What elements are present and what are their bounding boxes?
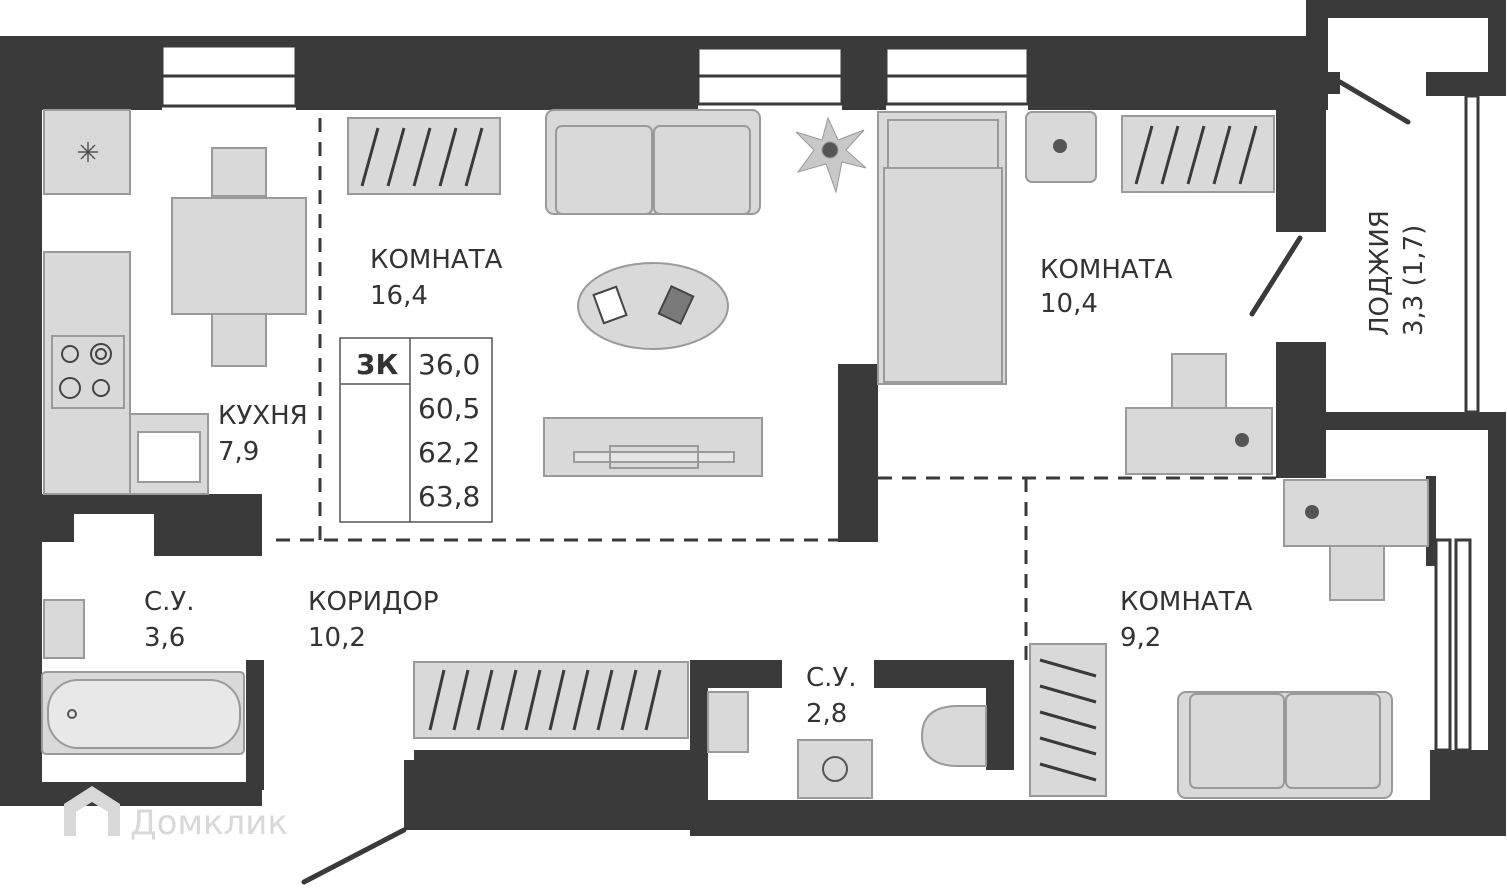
area-value: 63,8	[418, 480, 480, 513]
furniture	[41, 109, 1429, 799]
windows	[160, 44, 1480, 752]
lamp-icons	[1053, 139, 1319, 519]
room-name-bedroom-bottom: КОМНАТА	[1120, 587, 1253, 617]
room-name-bathroom: С.У.	[144, 587, 195, 617]
room-labels: КОМНАТА 16,4 КОМНАТА 10,4 КУХНЯ 7,9 С.У.…	[144, 210, 1429, 729]
room-area-corridor: 10,2	[308, 623, 366, 653]
window-top-dark	[162, 36, 1028, 48]
room-area-wc: 2,8	[806, 699, 847, 729]
washer-icon	[797, 739, 873, 799]
room-area-living: 16,4	[370, 281, 428, 311]
room-area-loggia: 3,3 (1,7)	[1399, 225, 1429, 336]
room-area-bedroom-top: 10,4	[1040, 289, 1098, 319]
walls	[0, 0, 1506, 836]
sink-icon	[707, 691, 749, 753]
room-name-loggia: ЛОДЖИЯ	[1365, 210, 1395, 336]
toilet-icon	[920, 705, 987, 767]
area-summary-table: 3К 36,0 60,5 62,2 63,8	[339, 337, 493, 523]
wardrobe-hangers	[360, 125, 1258, 782]
area-value: 62,2	[418, 436, 480, 469]
star-light-icon	[78, 142, 98, 162]
stove-icon	[51, 335, 125, 409]
sink-icon	[43, 599, 85, 659]
room-name-bedroom-top: КОМНАТА	[1040, 255, 1173, 285]
room-name-kitchen: КУХНЯ	[218, 401, 308, 431]
logo-house-icon	[64, 786, 120, 836]
apartment-type: 3К	[356, 348, 398, 381]
room-name-wc: С.У.	[806, 663, 857, 693]
area-value: 36,0	[418, 348, 480, 381]
dining-table	[171, 197, 307, 315]
room-name-living: КОМНАТА	[370, 245, 503, 275]
doors	[301, 79, 1411, 885]
desk	[1125, 407, 1273, 475]
room-area-kitchen: 7,9	[218, 437, 259, 467]
rug-icon	[577, 262, 729, 350]
zone-dividers	[276, 118, 1276, 660]
room-area-bathroom: 3,6	[144, 623, 185, 653]
watermark: Домклик	[64, 786, 288, 843]
room-area-bedroom-bottom: 9,2	[1120, 623, 1161, 653]
plant-icon	[795, 116, 867, 194]
room-name-corridor: КОРИДОР	[308, 587, 439, 617]
watermark-text: Домклик	[130, 803, 288, 843]
area-value: 60,5	[418, 392, 480, 425]
